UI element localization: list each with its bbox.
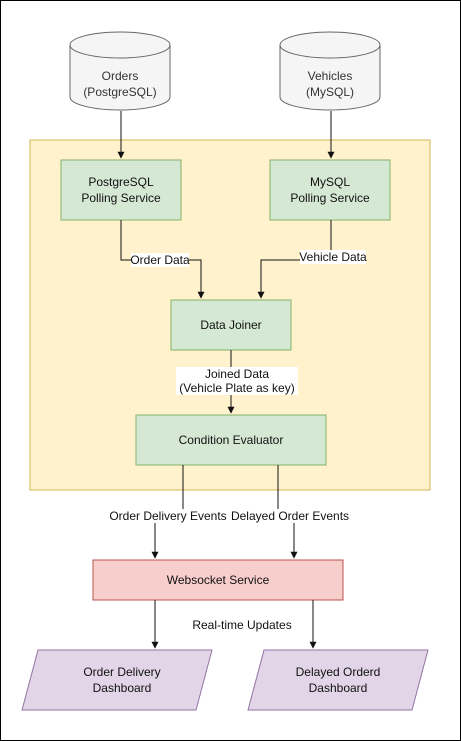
data-joiner-label: Data Joiner <box>200 318 261 332</box>
mysql-polling-service: MySQL Polling Service <box>269 159 391 221</box>
postgresql-polling-label-2: Polling Service <box>81 191 161 205</box>
data-joiner: Data Joiner <box>170 299 292 351</box>
mysql-polling-label-2: Polling Service <box>290 191 370 205</box>
order-delivery-dashboard: Order Delivery Dashboard <box>21 649 213 711</box>
label-vehicle-data: Vehicle Data <box>299 250 367 264</box>
postgresql-polling-label-1: PostgreSQL <box>88 175 154 189</box>
label-order-delivery-events: Order Delivery Events <box>109 509 226 523</box>
vehicles-database: Vehicles (MySQL) <box>279 31 381 111</box>
label-joined-key: (Vehicle Plate as key) <box>179 381 294 395</box>
edge-mysql-polling-to-joiner <box>257 220 332 299</box>
mysql-polling-label-1: MySQL <box>310 175 350 189</box>
label-order-data: Order Data <box>130 253 190 267</box>
label-realtime-updates: Real-time Updates <box>192 618 291 632</box>
label-delayed-order-events: Delayed Order Events <box>231 509 349 523</box>
vehicles-database-title: Vehicles <box>308 69 353 83</box>
websocket-service: Websocket Service <box>92 559 344 601</box>
vehicles-database-engine: (MySQL) <box>306 85 354 99</box>
delayed-order-dashboard: Delayed Orderd Dashboard <box>247 649 429 711</box>
order-delivery-dashboard-label-2: Dashboard <box>93 681 152 695</box>
orders-database-title: Orders <box>102 69 139 83</box>
websocket-service-label: Websocket Service <box>167 573 270 587</box>
postgresql-polling-service: PostgreSQL Polling Service <box>60 159 182 221</box>
label-joined-data: Joined Data <box>205 367 269 381</box>
condition-evaluator-label: Condition Evaluator <box>179 433 284 447</box>
orders-database: Orders (PostgreSQL) <box>69 31 171 111</box>
orders-database-engine: (PostgreSQL) <box>83 85 156 99</box>
delayed-order-dashboard-label-1: Delayed Orderd <box>296 665 381 679</box>
condition-evaluator: Condition Evaluator <box>135 414 327 466</box>
delayed-order-dashboard-label-2: Dashboard <box>309 681 368 695</box>
order-delivery-dashboard-label-1: Order Delivery <box>83 665 160 679</box>
